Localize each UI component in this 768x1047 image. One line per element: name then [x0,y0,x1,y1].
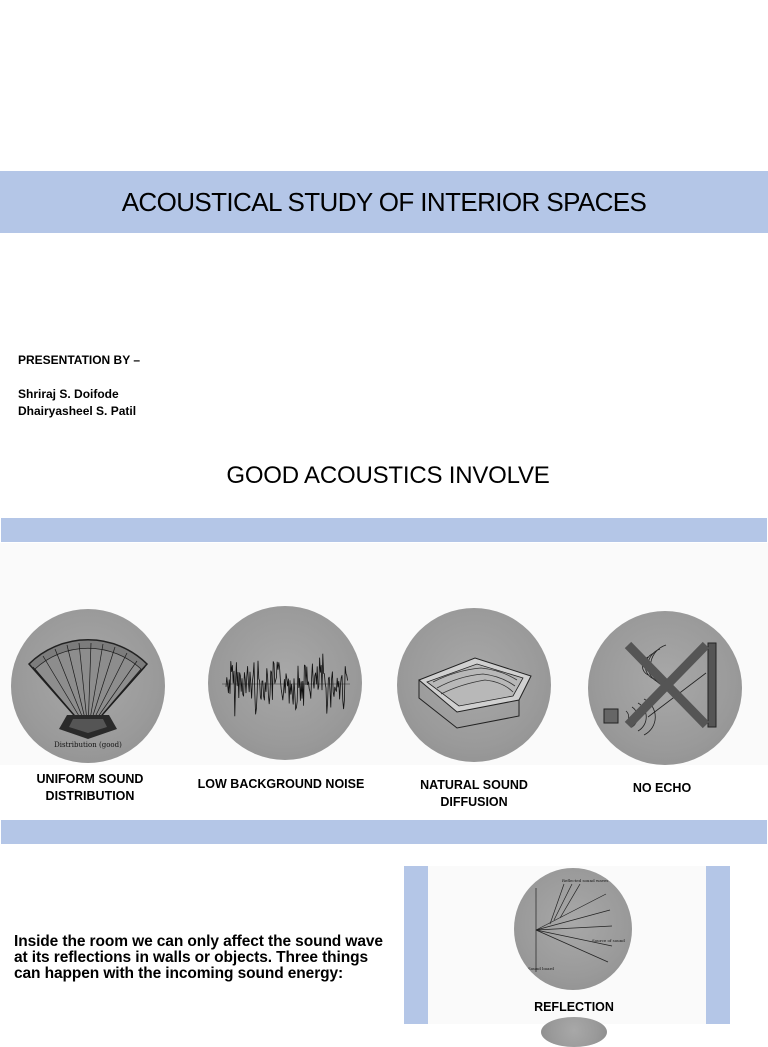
presenter-name: Dhairyasheel S. Patil [18,404,137,418]
section-heading: GOOD ACOUSTICS INVOLVE [226,462,550,489]
diagram-label: Source of sound [592,938,625,943]
presenters-block: PRESENTATION BY – Shriraj S. Doifode Dha… [18,352,140,420]
reflection-label: REFLECTION [534,1000,614,1014]
sound-diffusion-surface-icon [397,608,551,762]
next-diagram-circle [541,1017,607,1047]
diagram-label: Sound board [528,966,554,971]
title-banner: ACOUSTICAL STUDY OF INTERIOR SPACES [0,171,768,233]
side-bar [404,866,428,1024]
no-echo-crossed-icon [588,611,742,765]
feature-label: LOW BACKGROUND NOISE [197,777,365,791]
diagram-label: Reflected sound waves [562,878,608,883]
noise-waveform-icon [208,606,362,760]
body-paragraph: Inside the room we can only affect the s… [14,933,383,982]
side-bar [706,866,730,1024]
presenter-name: Shriraj S. Doifode [18,387,119,401]
divider-band [1,518,767,542]
feature-label: NATURAL SOUND DIFFUSION [420,778,528,809]
presenters-heading: PRESENTATION BY – [18,353,141,367]
sound-distribution-diagram-icon: Distribution (good) [11,609,165,763]
distribution-caption: Distribution (good) [54,741,122,749]
reflection-diagram-icon: Reflected sound waves Source of sound So… [514,868,632,990]
feature-label: UNIFORM SOUND DISTRIBUTION [36,772,144,803]
divider-band [1,820,767,844]
slide-title: ACOUSTICAL STUDY OF INTERIOR SPACES [121,186,647,217]
feature-label: NO ECHO [632,781,692,795]
